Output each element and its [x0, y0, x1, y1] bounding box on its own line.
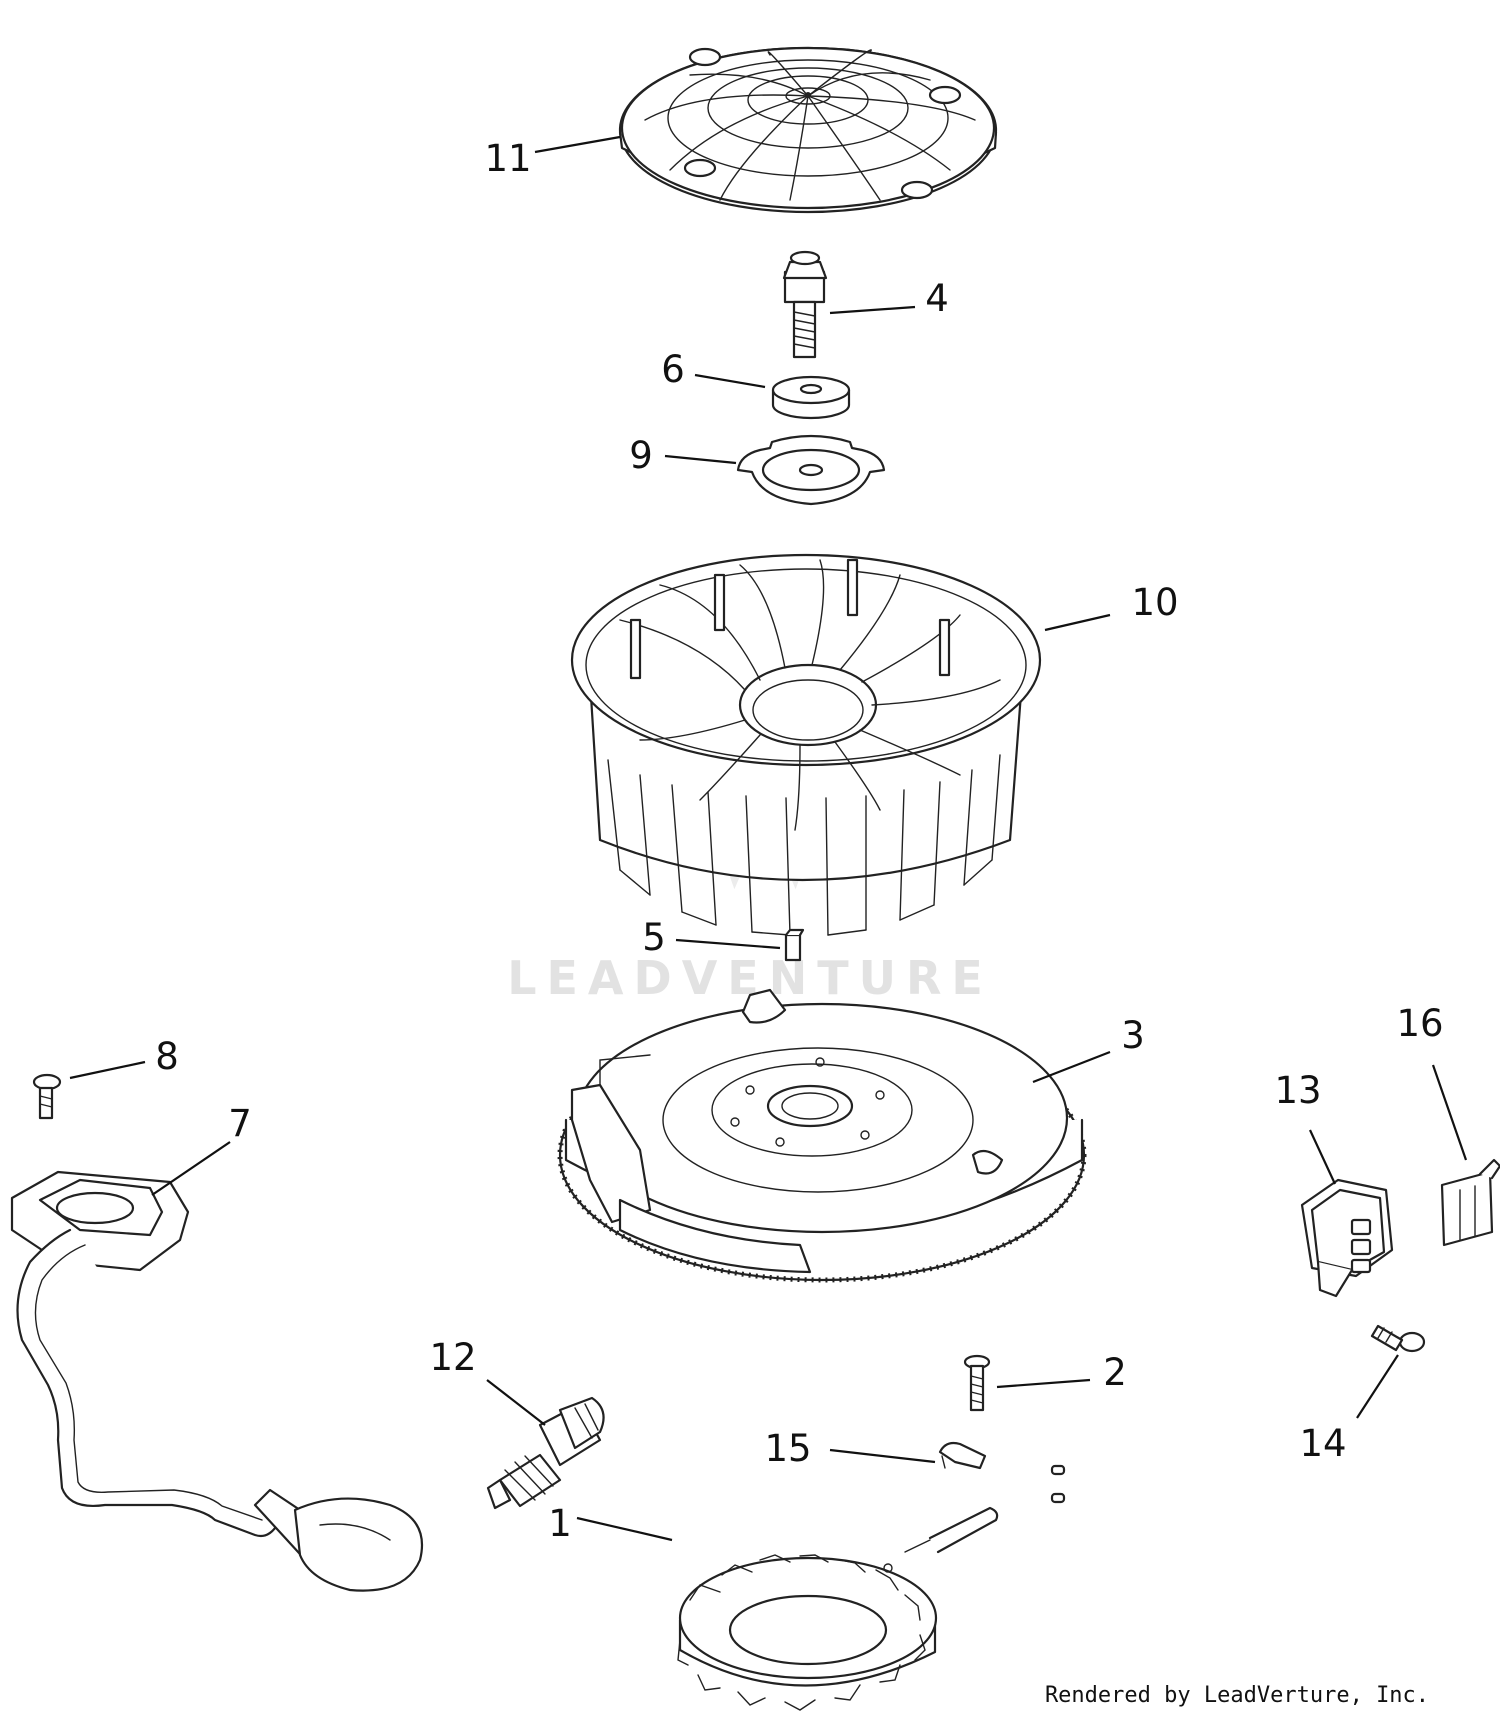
part-2-screw[interactable]: [963, 1354, 991, 1412]
part-8-screw[interactable]: [32, 1073, 62, 1120]
callout-15[interactable]: 15: [764, 1427, 811, 1470]
callout-11[interactable]: 11: [484, 137, 531, 180]
part-14-screw[interactable]: [1370, 1324, 1426, 1353]
part-4-flywheel-bolt[interactable]: [782, 250, 828, 359]
callout-2[interactable]: 2: [1103, 1351, 1127, 1394]
part-12-spark-plug[interactable]: [486, 1396, 605, 1510]
callout-6[interactable]: 6: [661, 348, 685, 391]
leader-8: [69, 1060, 146, 1080]
callout-7[interactable]: 7: [228, 1102, 252, 1145]
part-6-washer[interactable]: [771, 375, 851, 420]
leader-7: [151, 1141, 231, 1196]
callout-12[interactable]: 12: [429, 1336, 476, 1379]
callout-14[interactable]: 14: [1299, 1422, 1346, 1465]
part-10-fan[interactable]: [570, 553, 1042, 936]
callout-3[interactable]: 3: [1121, 1014, 1145, 1057]
leader-14: [1356, 1354, 1399, 1419]
callout-16[interactable]: 16: [1396, 1002, 1443, 1045]
callout-13[interactable]: 13: [1274, 1069, 1321, 1112]
leader-2: [996, 1378, 1091, 1389]
leader-6: [694, 373, 766, 389]
callout-4[interactable]: 4: [925, 277, 949, 320]
part-3-flywheel[interactable]: [557, 988, 1087, 1283]
leader-15: [829, 1448, 936, 1464]
leader-lines: [69, 135, 1468, 1542]
watermark-text: LEADVENTURE: [507, 951, 993, 1005]
leader-11: [534, 135, 621, 154]
part-15-clip[interactable]: [938, 1441, 987, 1470]
leader-10: [1044, 613, 1111, 632]
callout-9[interactable]: 9: [629, 434, 653, 477]
terminals: [1050, 1464, 1066, 1504]
callout-1[interactable]: 1: [548, 1502, 572, 1545]
leader-12: [486, 1379, 546, 1426]
leader-5: [675, 938, 781, 950]
part-13-rectifier[interactable]: [1300, 1178, 1394, 1298]
leader-3: [1032, 1050, 1111, 1084]
leader-9: [664, 454, 737, 465]
leader-1: [576, 1516, 673, 1542]
callout-5[interactable]: 5: [642, 916, 666, 959]
part-16-connector[interactable]: [1440, 1158, 1500, 1247]
part-7-ignition-module[interactable]: [10, 1170, 424, 1592]
callout-10[interactable]: 10: [1131, 581, 1178, 624]
part-9-retainer[interactable]: [736, 434, 886, 506]
render-credit: Rendered by LeadVerture, Inc.: [1045, 1683, 1429, 1708]
part-1-stator[interactable]: [677, 1506, 999, 1711]
part-11-screen[interactable]: [618, 46, 998, 214]
leader-13: [1309, 1129, 1336, 1185]
leader-16: [1431, 1064, 1468, 1161]
leader-4: [829, 305, 916, 315]
callouts: 11 4 6 9 10 5 3 8 7 12 2 15 13 16 14 1: [155, 137, 1443, 1545]
callout-8[interactable]: 8: [155, 1035, 179, 1078]
part-5-flywheel-key[interactable]: [784, 928, 805, 962]
